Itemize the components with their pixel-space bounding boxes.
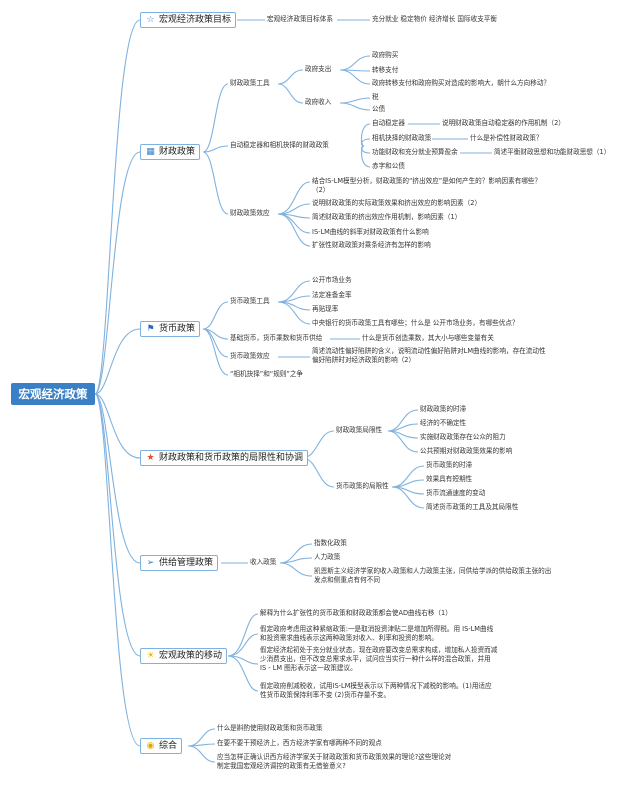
node-ad-shift-question[interactable]: 解释为什么扩张性的货币政策和财政政策都会使AD曲线右移（1） xyxy=(260,609,452,617)
node-monetary-limit-1[interactable]: 货币政策的时滞 xyxy=(426,461,473,469)
node-auto-stabilizer[interactable]: 自动稳定器 xyxy=(372,119,405,127)
node-expansionary-effect[interactable]: 扩张性财政政策对乘条经济有怎样的影响 xyxy=(312,241,431,249)
node-indexation[interactable]: 指数化政策 xyxy=(314,539,347,547)
node-islm-slope[interactable]: IS-LM曲线的斜率对财政政策有什么影响 xyxy=(312,228,429,236)
branch-limits-coordination[interactable]: ★ 财政政策和货币政策的局限性和协调 xyxy=(140,450,309,466)
node-auto-stabilizer-group[interactable]: 自动稳定器和相机抉择的财政政策 xyxy=(230,141,329,149)
node-rules-vs-discretion[interactable]: “相机抉择”和“规则”之争 xyxy=(230,370,304,378)
node-mixed-policy-question[interactable]: 假定经济起初处于充分就业状态，现在政府要改变总需求构成，增加私人投资而减少消费支… xyxy=(260,646,498,672)
star-outline-icon: ☆ xyxy=(146,14,155,25)
node-gov-spending[interactable]: 政府支出 xyxy=(305,65,332,73)
node-monetary-limit-2[interactable]: 效果具有短期性 xyxy=(426,475,473,483)
node-monetary-limits[interactable]: 货币政策的局限性 xyxy=(336,482,389,490)
node-intervention-views[interactable]: 在要不要干预经济上，西方经济学家有哪两种不同的观点 xyxy=(217,739,382,747)
node-gov-income[interactable]: 政府收入 xyxy=(305,98,332,106)
node-china-lessons[interactable]: 应当怎样正确认识西方经济学家关于财政政策和货币政策效果的理论?这些理论对制定我国… xyxy=(217,753,452,770)
node-functional-question[interactable]: 简述平衡财政思想和功能财政思想（1） xyxy=(494,148,611,156)
branch-supply-management[interactable]: ➢ 供给管理政策 xyxy=(140,555,219,571)
node-functional-finance[interactable]: 功能财政和充分就业预算盈余 xyxy=(372,148,458,156)
branch-macro-goals[interactable]: ☆ 宏观经济政策目标 xyxy=(140,12,237,28)
node-fiscal-limit-1[interactable]: 财政政策的时滞 xyxy=(420,405,467,413)
node-fiscal-limit-4[interactable]: 公共预期对财政政策效果的影响 xyxy=(420,447,513,455)
node-goals-list[interactable]: 充分就业 稳定物价 经济增长 国际收支平衡 xyxy=(372,15,497,23)
node-fiscal-effect[interactable]: 财政政策效应 xyxy=(230,209,270,217)
coin-icon: ◉ xyxy=(146,740,155,751)
node-effect-factors[interactable]: 说明财政政策的实际政策效果和挤出效应的影响因素（2） xyxy=(312,199,482,207)
calendar-icon: ▦ xyxy=(146,146,155,157)
node-public-debt[interactable]: 公债 xyxy=(372,105,386,113)
node-tax-cut-question[interactable]: 假定政府削减税收，试用IS-LM模型表示以下两种情况下减税的影响。(1)用适应性… xyxy=(260,682,492,699)
lightbulb-icon: ☀ xyxy=(146,650,155,661)
node-discretionary-fiscal[interactable]: 相机抉择的财政政策 xyxy=(372,134,432,142)
node-central-bank-question[interactable]: 中央银行的货币政策工具有哪些；什么是 公开市场业务，有哪些优点？ xyxy=(312,319,519,327)
node-fiscal-limit-2[interactable]: 经济的不确定性 xyxy=(420,419,467,427)
flag-icon: ⚑ xyxy=(146,323,155,334)
node-monetary-effect[interactable]: 货币政策效应 xyxy=(230,352,270,360)
node-transfer-payment[interactable]: 转移支付 xyxy=(372,66,399,74)
branch-monetary-policy[interactable]: ⚑ 货币政策 xyxy=(140,321,201,337)
node-reserve-ratio[interactable]: 法定准备金率 xyxy=(312,291,352,299)
node-income-policy[interactable]: 收入政策 xyxy=(250,558,277,566)
node-tax[interactable]: 税 xyxy=(372,93,379,101)
node-transfer-question[interactable]: 政府转移支付和政府购买对造成的影响大，朝什么方向移动？ xyxy=(372,79,551,87)
branch-fiscal-policy[interactable]: ▦ 财政政策 xyxy=(140,144,201,160)
node-liquidity-trap-question[interactable]: 简述流动性偏好陷阱的含义，说明流动性偏好陷阱对LM曲线的影响，存在流动性偏好陷阱… xyxy=(312,347,546,364)
node-monetary-limit-3[interactable]: 货币流通速度的变动 xyxy=(426,489,486,497)
node-fiscal-limits[interactable]: 财政政策局限性 xyxy=(336,426,383,434)
node-monetary-tools[interactable]: 货币政策工具 xyxy=(230,297,270,305)
root-topic[interactable]: 宏观经济政策 xyxy=(11,383,95,405)
node-discretionary-question[interactable]: 什么是斟酌使用财政政策和货币政策 xyxy=(217,724,323,732)
node-goals-system[interactable]: 宏观经济政策目标体系 xyxy=(267,15,333,23)
node-multiplier-question[interactable]: 什么是货币创造乘数，其大小与哪些变量有关 xyxy=(362,334,494,342)
node-gov-purchase[interactable]: 政府购买 xyxy=(372,51,399,59)
paper-plane-icon: ➢ xyxy=(146,557,155,568)
node-fiscal-limit-3[interactable]: 实施财政政策存在公众的阻力 xyxy=(420,433,506,441)
node-monetary-limit-4[interactable]: 简述货币政策的工具及其局限性 xyxy=(426,503,519,511)
node-compensatory-question[interactable]: 什么是补偿性财政政策？ xyxy=(470,134,543,142)
node-tight-policy-question[interactable]: 假定政府考虑用这种紧缩政策:一是取消投资津贴二是增加所得税。用 IS-LM曲线和… xyxy=(260,625,494,642)
node-crowding-mechanism[interactable]: 简述财政政策的挤出效应作用机制，影响因素（1） xyxy=(312,213,462,221)
star-filled-icon: ★ xyxy=(146,452,155,463)
node-manpower[interactable]: 人力政策 xyxy=(314,553,341,561)
node-keynes-vs-supply[interactable]: 凯恩斯主义经济学家的收入政策和人力政策主张，同供给学派的供给政策主张的出发点和侧… xyxy=(314,567,552,584)
branch-synthesis[interactable]: ◉ 综合 xyxy=(140,738,183,754)
node-open-market[interactable]: 公开市场业务 xyxy=(312,276,352,284)
node-deficit-debt[interactable]: 赤字和公债 xyxy=(372,162,405,170)
node-base-money[interactable]: 基础货币，货币乘数和货币供给 xyxy=(230,334,323,342)
node-discount-rate[interactable]: 再贴现率 xyxy=(312,305,339,313)
branch-policy-shifts[interactable]: ☀ 宏观政策的移动 xyxy=(140,648,228,664)
node-crowding-out-question[interactable]: 结合IS-LM模型分析，财政政策的“挤出效应”是如何产生的？影响因素有哪些？（2… xyxy=(312,177,542,194)
node-fiscal-tools[interactable]: 财政政策工具 xyxy=(230,79,270,87)
node-auto-stabilizer-question[interactable]: 说明财政政策自动稳定器的作用机制（2） xyxy=(442,119,565,127)
